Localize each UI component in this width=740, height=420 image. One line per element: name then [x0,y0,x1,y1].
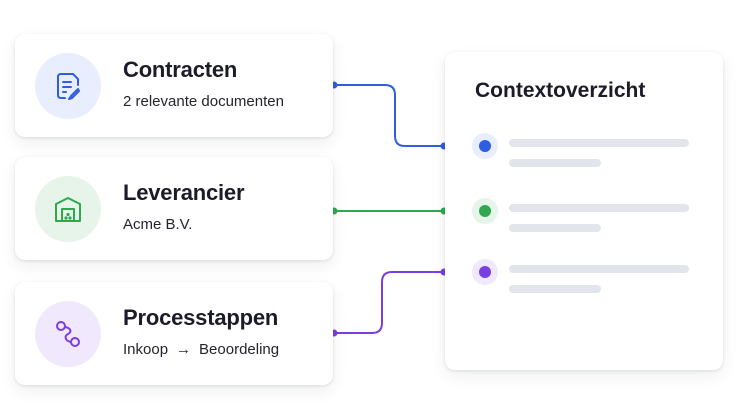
process-step-to: Beoordeling [199,341,280,358]
source-card-leverancier[interactable]: Leverancier Acme B.V. [15,157,333,260]
placeholder-line [509,265,689,273]
context-item-leverancier [472,198,692,238]
source-subtitle: Acme B.V. [123,216,193,233]
source-subtitle: 2 relevante documenten [123,93,284,110]
source-card-processtappen[interactable]: Processtappen Inkoop → Beoordeling [15,282,333,385]
warehouse-icon [35,176,101,242]
arrow-right-icon: → [176,341,192,358]
placeholder-line [509,285,601,293]
route-icon [35,301,101,367]
placeholder-line [509,139,689,147]
document-edit-icon [35,53,101,119]
context-item-contracten [472,133,692,173]
status-dot-icon [472,259,498,285]
context-title: Contextoverzicht [475,79,646,102]
process-step-from: Inkoop [123,341,169,358]
source-title: Leverancier [123,180,245,205]
placeholder-line [509,224,601,232]
source-title: Contracten [123,57,238,82]
placeholder-line [509,159,601,167]
source-card-contracten[interactable]: Contracten 2 relevante documenten [15,34,333,137]
status-dot-icon [472,133,498,159]
context-item-processtappen [472,259,692,299]
source-title: Processtappen [123,305,279,330]
source-subtitle: Inkoop → Beoordeling [123,341,279,358]
context-overview-card: Contextoverzicht [445,52,723,370]
connector-processtappen [334,271,444,334]
placeholder-line [509,204,689,212]
status-dot-icon [472,198,498,224]
connector-contracten [334,84,444,147]
